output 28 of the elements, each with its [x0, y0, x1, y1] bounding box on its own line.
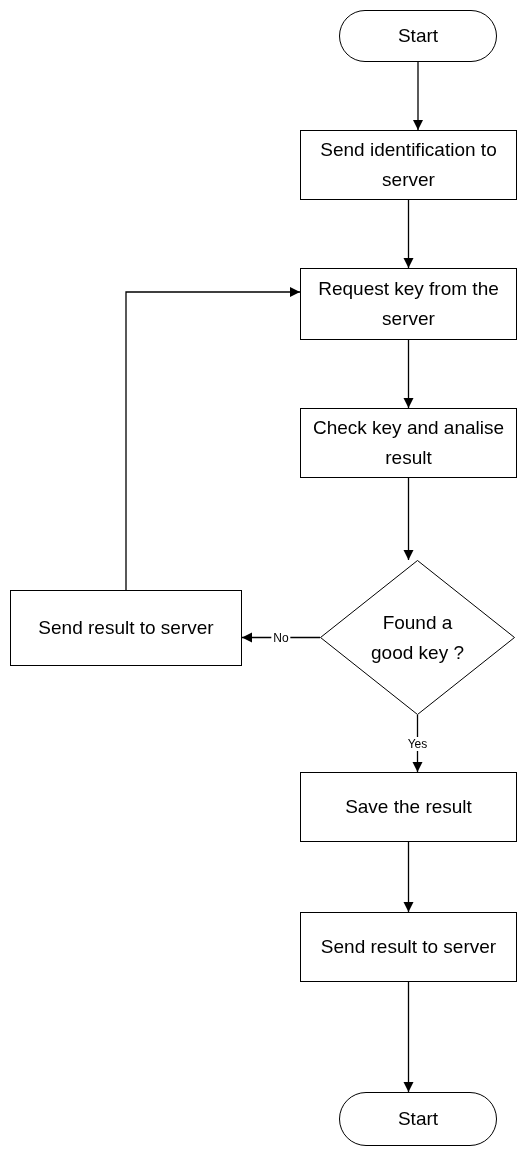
node-text: Save the result — [344, 795, 473, 819]
node-text: Send result to server — [319, 935, 498, 959]
node-text: Start — [396, 24, 440, 48]
terminal-shape — [339, 1092, 497, 1146]
node-text: Found a good key ? — [370, 610, 465, 665]
arrow — [125, 287, 301, 591]
edge-label: Yes — [405, 736, 430, 751]
arrow — [403, 981, 414, 1093]
process-box — [300, 130, 517, 200]
process-box — [300, 772, 517, 842]
arrow — [403, 199, 414, 269]
process-box — [300, 268, 517, 340]
arrow — [403, 841, 414, 913]
arrow — [403, 477, 414, 561]
node-text: Request key from the server — [317, 277, 500, 331]
process-box — [10, 590, 242, 666]
arrow — [413, 61, 423, 131]
node-text: Send result to server — [37, 616, 215, 640]
node-text: Send identification to server — [319, 138, 498, 192]
process-box — [300, 912, 517, 982]
process-box — [300, 408, 517, 478]
decision-diamond — [320, 560, 515, 715]
arrow — [412, 714, 423, 773]
node-text: Check key and analise result — [311, 416, 506, 470]
arrow — [403, 339, 414, 409]
node-text: Start — [396, 1107, 440, 1131]
terminal-shape — [339, 10, 497, 62]
edge-label: No — [271, 630, 291, 645]
